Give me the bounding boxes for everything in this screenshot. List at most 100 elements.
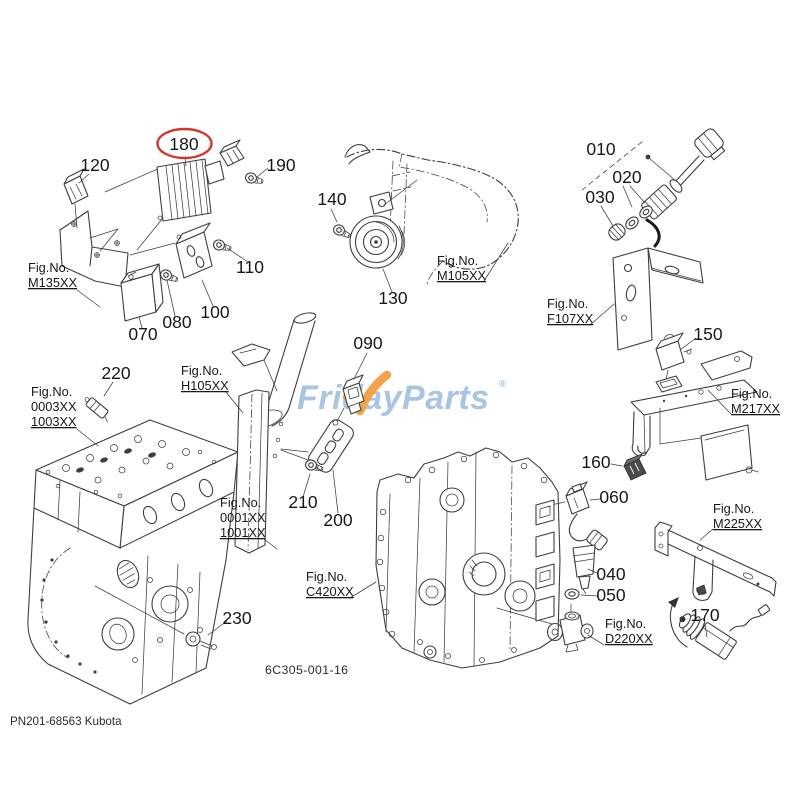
assembly-m135xx-electrical-bracket xyxy=(59,127,269,329)
callout-leaders-engine xyxy=(94,381,228,636)
callout-leaders-column xyxy=(302,352,368,514)
callout-080: 080 xyxy=(162,312,191,332)
assembly-h105xx-steering-column xyxy=(231,312,368,554)
part-number-caption: PN201-68563 Kubota xyxy=(10,715,122,728)
assembly-engine xyxy=(27,381,239,705)
callout-060: 060 xyxy=(599,487,628,507)
part-170-solenoid xyxy=(678,613,737,660)
screw-mark xyxy=(71,221,77,227)
exploded-construction-lines xyxy=(89,167,176,256)
assembly-m217xx-bracket xyxy=(610,332,759,481)
m217xx-main-plate xyxy=(630,379,758,416)
callout-070: 070 xyxy=(128,324,157,344)
callout-100: 100 xyxy=(200,302,229,322)
callout-leaders-010 xyxy=(600,185,646,227)
callout-120: 120 xyxy=(80,155,109,175)
mounting-bracket xyxy=(59,210,129,288)
beam-drop-bracket xyxy=(692,555,714,601)
part-200-slotted-plate xyxy=(308,419,354,473)
fig-label-H105XX: Fig.No.H105XX xyxy=(181,363,229,393)
callout-190: 190 xyxy=(266,155,295,175)
callout-230: 230 xyxy=(222,608,251,628)
assembly-m105xx-horn xyxy=(330,144,519,293)
engine-block xyxy=(27,491,235,705)
case-outline xyxy=(375,447,561,669)
f107xx-flange xyxy=(647,247,704,284)
callout-150: 150 xyxy=(693,324,722,344)
chassis-frame-outline xyxy=(346,148,519,270)
fig-label-leaders xyxy=(76,242,732,599)
assembly-reference-dot xyxy=(645,154,651,160)
callout-220: 220 xyxy=(101,363,130,383)
callout-170: 170 xyxy=(690,605,719,625)
m217xx-left-drop xyxy=(631,411,651,457)
callout-180: 180 xyxy=(169,134,198,154)
fig-label-M217XX: Fig.No.M217XX xyxy=(731,386,781,416)
part-190-bolt xyxy=(244,171,265,187)
m217xx-upper-plate xyxy=(700,350,753,381)
part-050-washer xyxy=(564,588,580,600)
fig-label-D220XX: Fig.No.D220XX xyxy=(605,616,653,646)
callout-leaders-m105xx xyxy=(330,179,418,293)
m217xx-lower-panel xyxy=(700,424,753,481)
fig-label-F107XX: Fig.No.F107XX xyxy=(547,296,594,326)
part-150-relay xyxy=(655,332,693,371)
frame-hook xyxy=(344,144,371,165)
part-020-washer xyxy=(622,214,642,232)
callout-020: 020 xyxy=(612,167,641,187)
column-bracket xyxy=(234,389,270,554)
part-120-connector xyxy=(63,168,89,229)
part-230-oil-pressure-sensor xyxy=(185,631,217,650)
part-140-bolt xyxy=(331,222,353,241)
watermark: FridayParts ® xyxy=(297,370,507,417)
callout-130: 130 xyxy=(378,288,407,308)
assembly-010-sensor-cable xyxy=(581,128,726,248)
fig-label-M105XX: Fig.No.M105XX xyxy=(437,253,487,283)
part-110-bolt xyxy=(212,238,233,254)
fig-label-C420XX: Fig.No.C420XX xyxy=(306,569,354,599)
cable-wire xyxy=(645,218,661,248)
part-220-glow-plug xyxy=(84,397,109,423)
part-060-switch xyxy=(565,481,590,515)
beam-left-end xyxy=(654,521,673,557)
assembly-f107xx-bracket xyxy=(612,247,704,351)
part-040-sensor-body xyxy=(572,544,596,595)
fig-labels-layer: Fig.No.M135XX Fig.No.M105XX Fig.No.F107XX F… xyxy=(28,253,781,646)
part-180-voltage-regulator xyxy=(156,139,245,222)
part-090-flasher-unit xyxy=(342,374,365,415)
callout-090: 090 xyxy=(353,333,382,353)
callouts-layer: 0100200300400500600700800901001101201301… xyxy=(80,134,722,628)
part-130-horn xyxy=(349,191,406,269)
watermark-registered-mark: ® xyxy=(499,379,507,390)
callout-160: 160 xyxy=(581,452,610,472)
callout-200: 200 xyxy=(323,510,352,530)
solenoid-wire-connector xyxy=(757,604,771,616)
callout-040: 040 xyxy=(596,564,625,584)
part-080-bolt xyxy=(158,267,180,285)
callout-010: 010 xyxy=(586,139,615,159)
callout-050: 050 xyxy=(596,585,625,605)
arrowhead xyxy=(668,597,679,608)
callout-leaders-m217xx xyxy=(610,337,697,467)
part-070-relay xyxy=(120,263,164,322)
solenoid-wire xyxy=(729,611,764,632)
f107xx-plate xyxy=(612,247,653,351)
screw-mark xyxy=(94,252,100,258)
assembly-dashed-bracket xyxy=(581,140,644,191)
screw-mark xyxy=(114,240,120,246)
callout-210: 210 xyxy=(288,492,317,512)
watermark-text: FridayParts xyxy=(297,379,490,417)
fig-label-M225XX: Fig.No.M225XX xyxy=(713,501,763,531)
part-100-relay xyxy=(175,222,213,279)
callout-leaders-040 xyxy=(496,498,605,646)
assembly-c420xx-transmission-case xyxy=(375,447,561,669)
part-030-cap xyxy=(608,223,626,241)
assembly-m225xx-support xyxy=(654,521,777,660)
fig-label-M135XX: Fig.No.M135XX xyxy=(28,260,78,290)
callout-leaders-m225xx xyxy=(704,624,708,638)
cylinder-head xyxy=(33,419,239,549)
highlight-circle-180 xyxy=(156,127,213,160)
